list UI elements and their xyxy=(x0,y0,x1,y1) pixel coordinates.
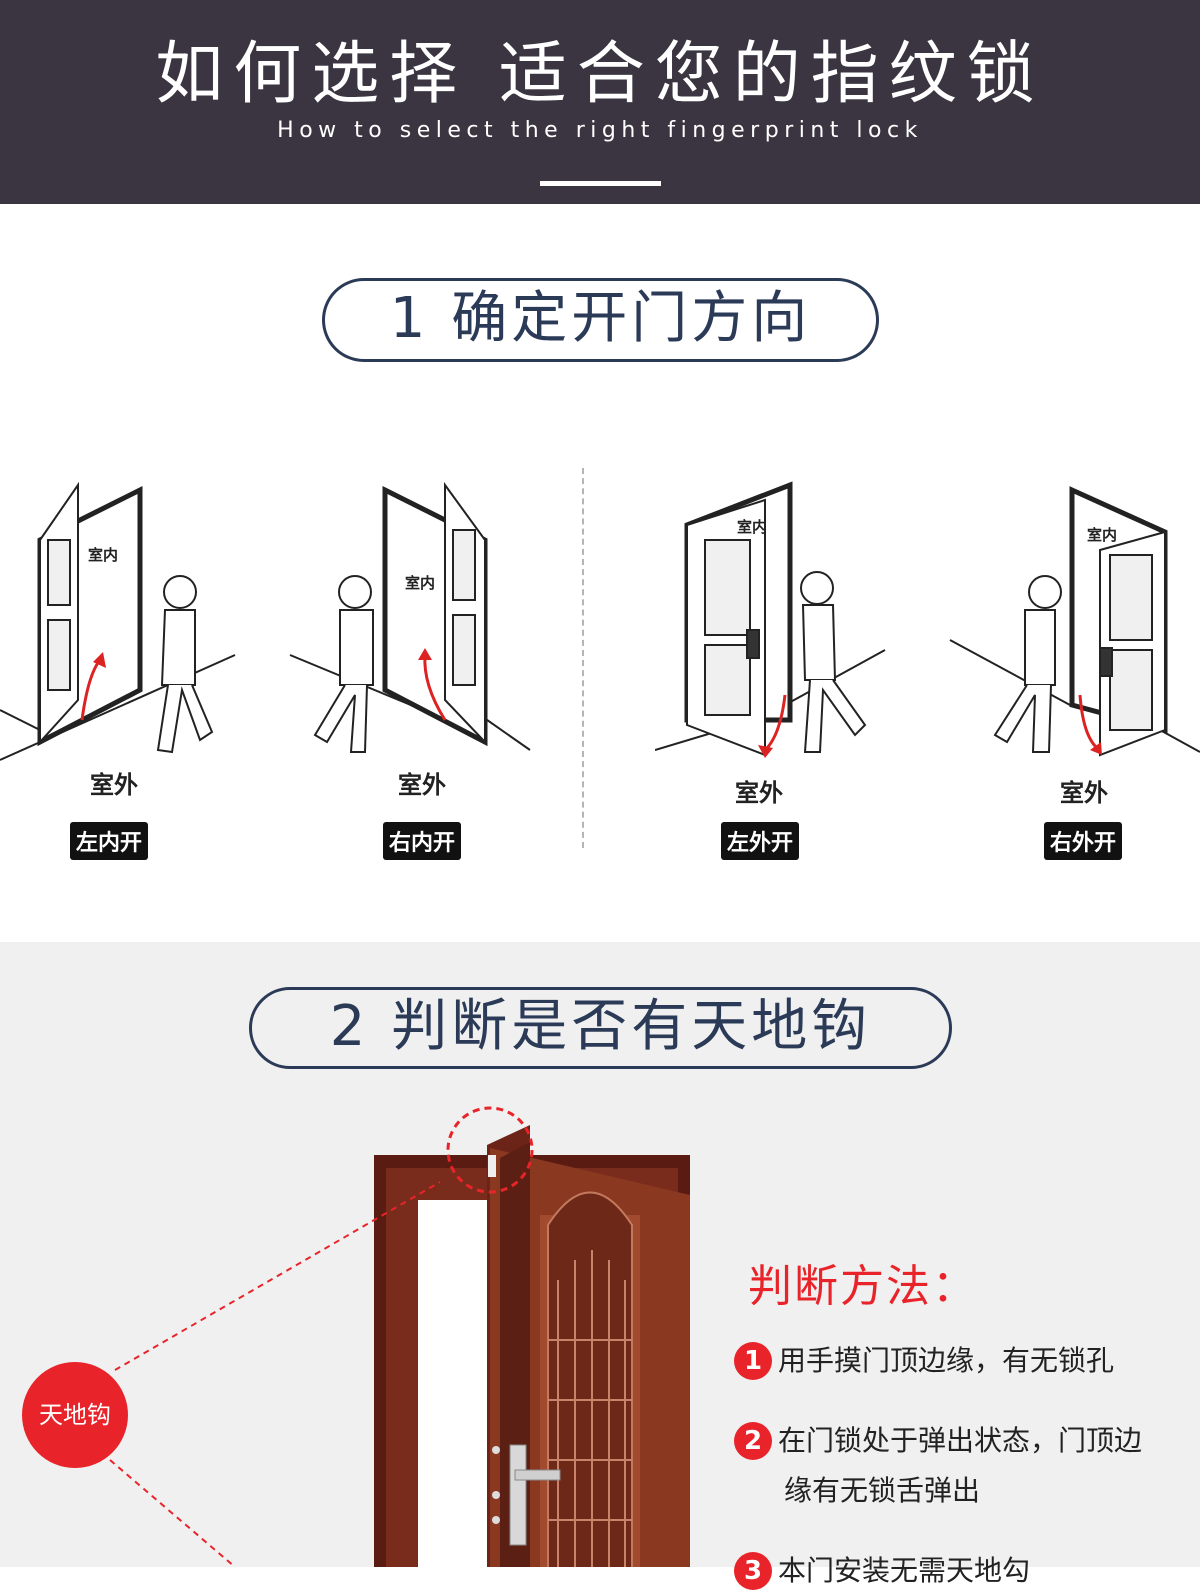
outdoor-label: 室外 xyxy=(398,771,446,799)
step-number: 1 xyxy=(734,1342,772,1380)
door-scene-right-inward: 室内 xyxy=(289,481,531,753)
section2-title: 2 判断是否有天地钩 xyxy=(249,987,952,1069)
step-number: 3 xyxy=(734,1552,772,1590)
outdoor-label: 室外 xyxy=(735,779,783,807)
section1-title: 1 确定开门方向 xyxy=(322,278,879,362)
title-underline xyxy=(540,181,661,186)
door-type-label: 左内开 xyxy=(70,822,149,860)
indoor-label: 室内 xyxy=(405,574,435,592)
security-door-illustration xyxy=(109,1106,690,1567)
method-step-2-continued: 缘有无锁舌弹出 xyxy=(784,1474,981,1507)
page-header: 如何选择 适合您的指纹锁 How to select the right fin… xyxy=(0,0,1200,204)
step-number: 2 xyxy=(734,1422,772,1460)
door-type-label: 右外开 xyxy=(1044,822,1123,860)
door-scene-right-outward: 室内 xyxy=(949,486,1200,757)
outdoor-label: 室外 xyxy=(1060,779,1108,807)
step-text: 在门锁处于弹出状态，门顶边 xyxy=(778,1424,1143,1457)
page-subtitle: How to select the right fingerprint lock xyxy=(277,118,923,143)
door-scene-left-outward: 室内 xyxy=(655,481,886,758)
indoor-label: 室内 xyxy=(88,546,118,564)
door-type-label: 左外开 xyxy=(721,822,800,860)
sky-earth-hook-badge: 天地钩 xyxy=(22,1362,128,1468)
door-type-label: 右内开 xyxy=(383,822,462,860)
step-text: 用手摸门顶边缘，有无锁孔 xyxy=(778,1344,1115,1377)
page-title: 如何选择 适合您的指纹锁 xyxy=(155,35,1045,114)
door-scene-left-inward: 室内 xyxy=(0,481,236,761)
indoor-label: 室内 xyxy=(1087,526,1117,544)
outdoor-label: 室外 xyxy=(90,771,138,799)
dashed-divider xyxy=(582,468,584,848)
step-text: 本门安装无需天地勾 xyxy=(778,1554,1031,1587)
method-title: 判断方法： xyxy=(748,1261,978,1312)
indoor-label: 室内 xyxy=(737,518,767,536)
